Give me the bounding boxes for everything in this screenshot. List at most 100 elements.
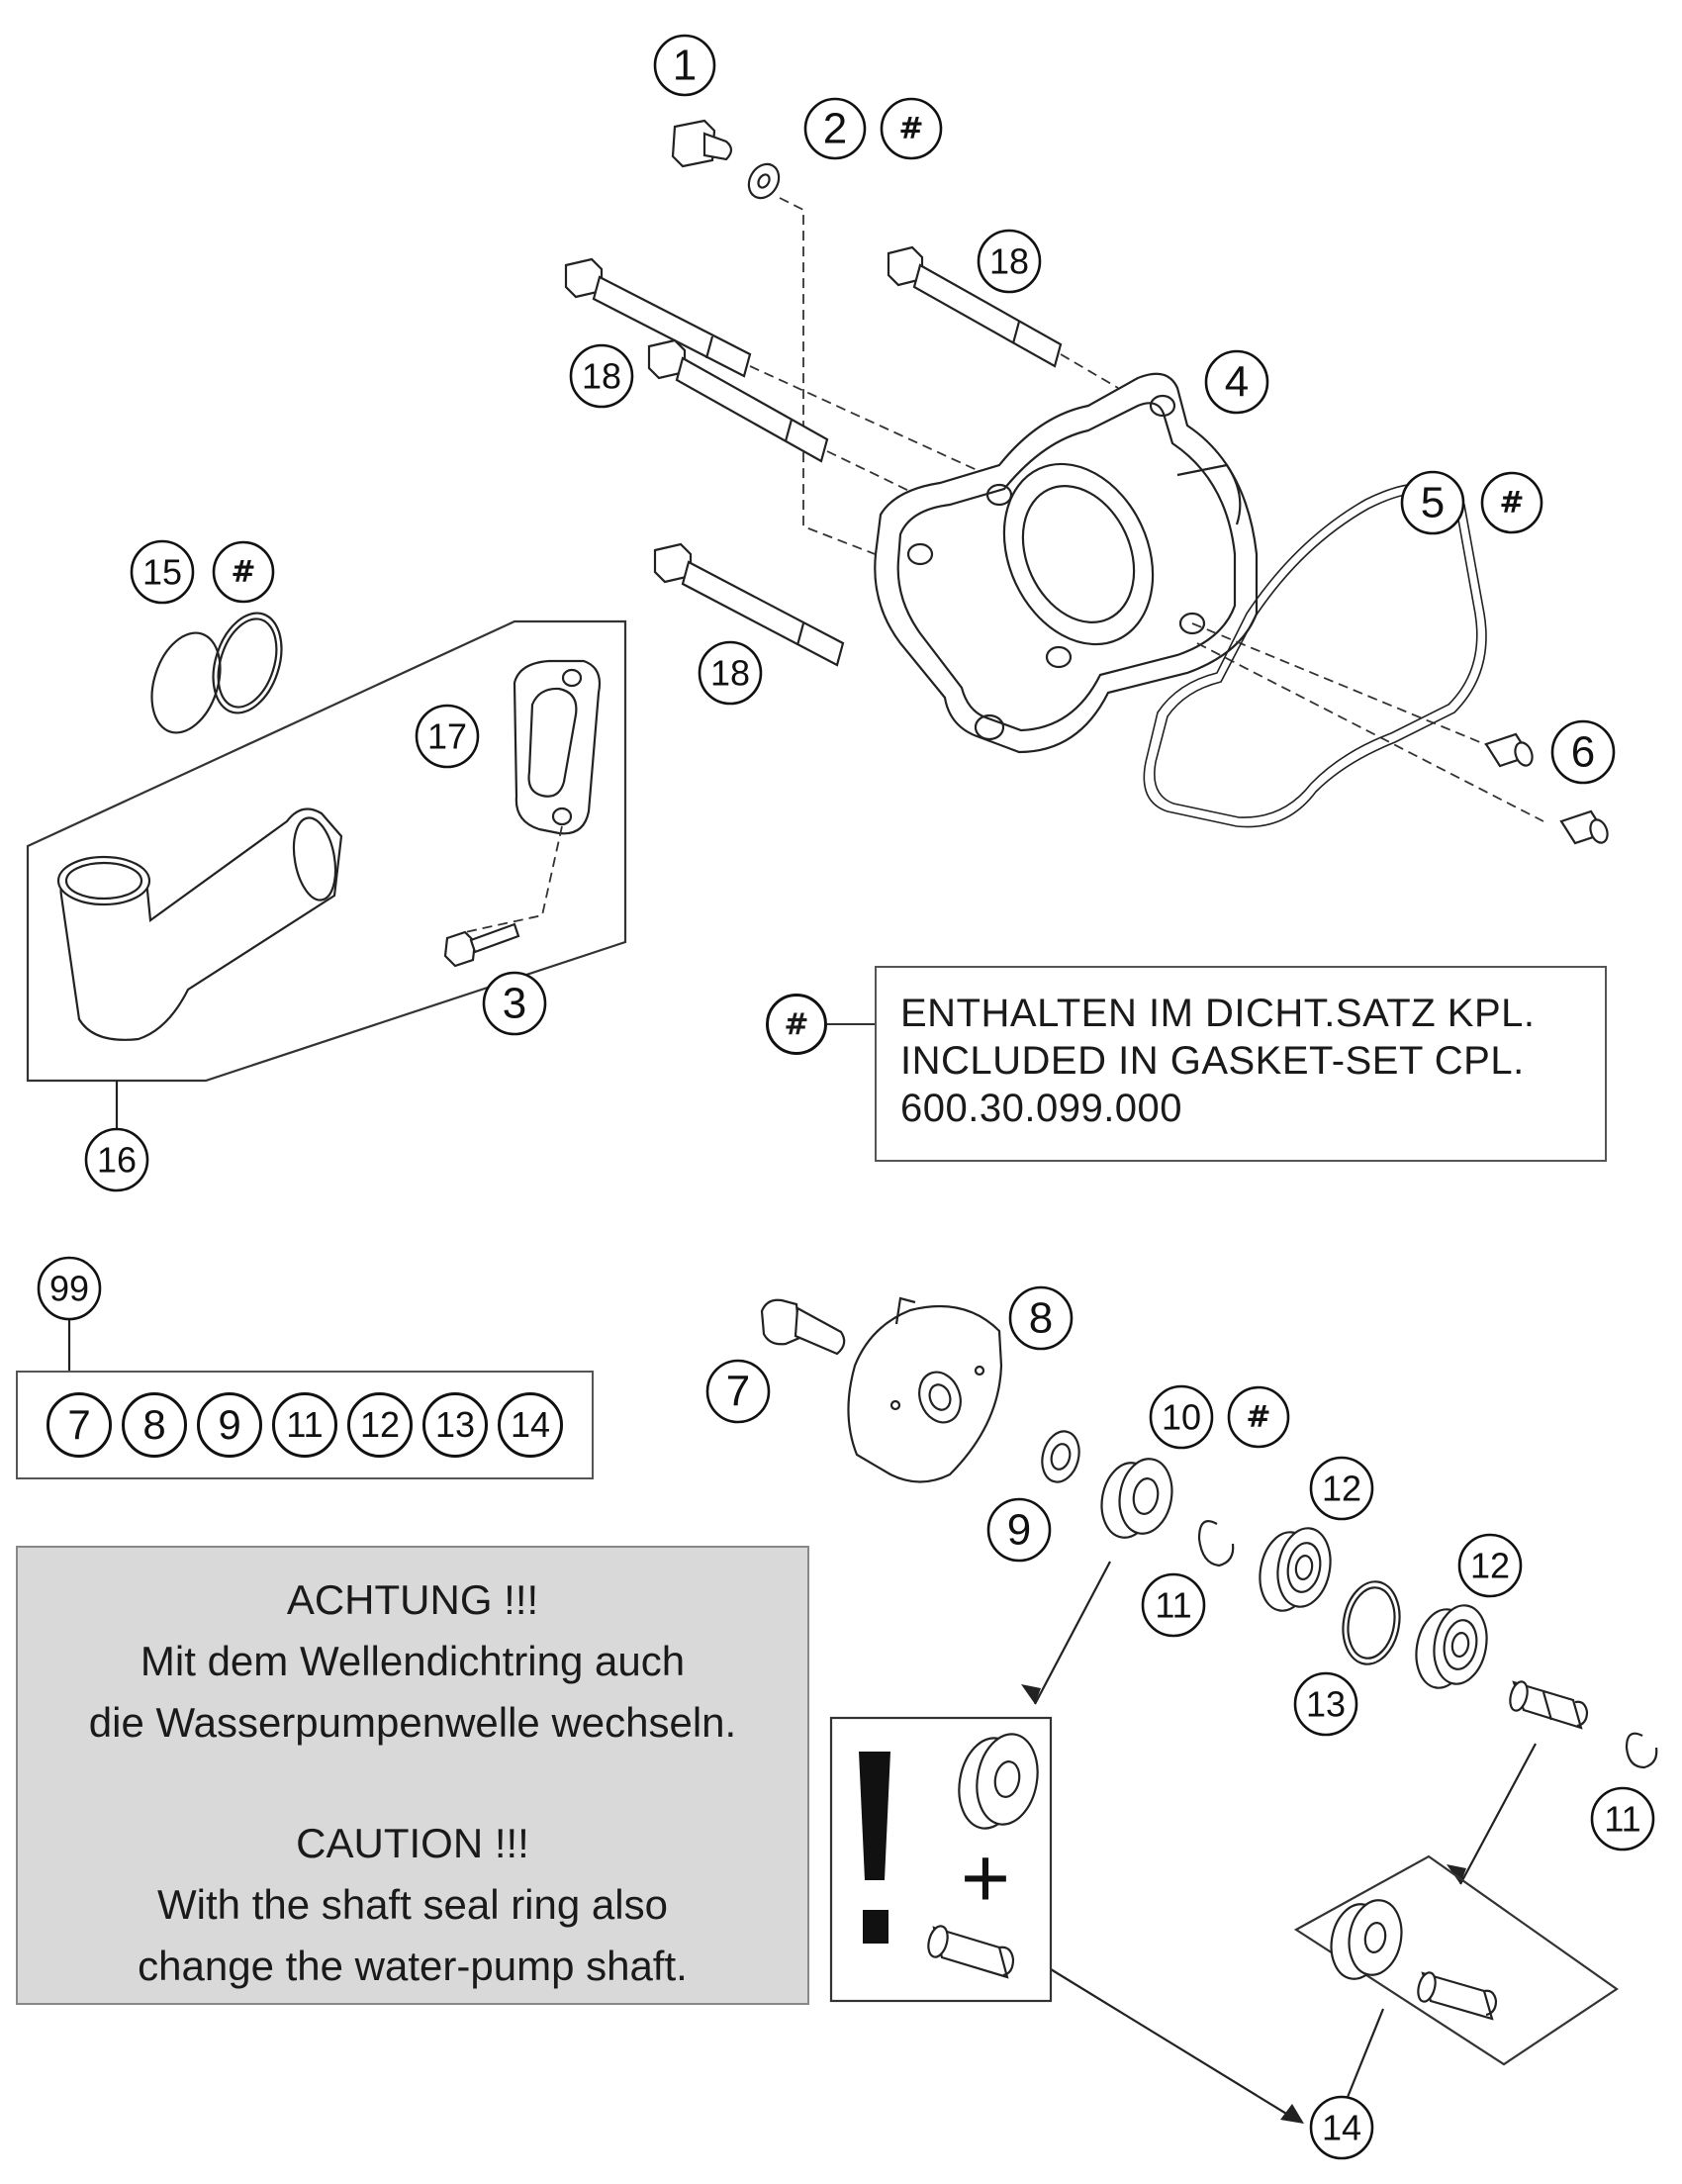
svg-text:10: 10	[1162, 1397, 1201, 1438]
svg-text:3: 3	[503, 980, 526, 1028]
callout-4: 4	[1204, 349, 1269, 415]
callout-1: 1	[653, 34, 716, 97]
hash-badge-5: #	[1480, 471, 1543, 534]
set-item-14-label: 14	[510, 1404, 551, 1445]
callout-11-upper: 11	[1141, 1572, 1206, 1638]
bolt-part-18-middle	[647, 338, 829, 463]
callout-6: 6	[1550, 719, 1616, 785]
svg-text:1: 1	[673, 42, 697, 90]
svg-text:16: 16	[97, 1140, 137, 1181]
callout-17: 17	[415, 704, 480, 769]
svg-text:12: 12	[1322, 1469, 1361, 1509]
svg-text:6: 6	[1571, 728, 1595, 777]
caution-notice: ACHTUNG !!! Mit dem Wellendichtring auch…	[16, 1546, 809, 2005]
callout-18-lower: 18	[698, 640, 763, 706]
callout-3: 3	[482, 971, 547, 1036]
set-item-13: 13	[422, 1392, 488, 1458]
callout-13: 13	[1293, 1671, 1358, 1737]
svg-text:18: 18	[582, 356, 621, 397]
hash-badge-note-label: #	[784, 1006, 809, 1042]
caution-line2-de: die Wasserpumpenwelle wechseln.	[88, 1699, 737, 1746]
hash-badge-10: #	[1227, 1385, 1290, 1449]
set-item-7: 7	[47, 1392, 112, 1458]
callout-9: 9	[986, 1497, 1052, 1563]
callout-11-lower: 11	[1590, 1786, 1655, 1852]
dowel-sleeve-part-6	[1484, 732, 1609, 845]
svg-text:+: +	[961, 1831, 1010, 1926]
gasket-note-part-number: 600.30.099.000	[900, 1087, 1183, 1130]
impeller-part-8	[847, 1296, 1003, 1483]
hash-badge-note: #	[766, 994, 827, 1055]
caution-line1-de: Mit dem Wellendichtring auch	[140, 1638, 686, 1684]
circlip-part-13	[1342, 1580, 1401, 1665]
screw-part-1	[671, 119, 733, 168]
bolt-part-18-upper-right	[887, 245, 1063, 368]
gasket-note-line-de: ENTHALTEN IM DICHT.SATZ KPL.	[900, 992, 1536, 1035]
replacement-kit-box	[829, 1716, 1053, 2003]
svg-text:#: #	[1499, 486, 1524, 521]
callout-12-lower: 12	[1457, 1533, 1523, 1598]
set-item-8-label: 8	[142, 1401, 166, 1448]
caution-title-en: CAUTION !!!	[296, 1820, 529, 1866]
svg-text:2: 2	[823, 105, 847, 153]
screw-part-3	[443, 922, 520, 968]
svg-text:11: 11	[1604, 1799, 1640, 1840]
svg-text:18: 18	[989, 241, 1029, 282]
bolt-part-18-lower	[653, 542, 845, 667]
exclamation-icon	[859, 1752, 890, 1880]
caution-title-de: ACHTUNG !!!	[286, 1576, 539, 1623]
svg-text:9: 9	[1007, 1506, 1031, 1555]
set-item-9-label: 9	[218, 1401, 241, 1448]
gasket-note-line-en: INCLUDED IN GASKET-SET CPL.	[900, 1039, 1525, 1083]
circlip-part-11-lower	[1625, 1732, 1658, 1769]
callout-18-top-right: 18	[977, 229, 1042, 294]
set-item-11-label: 11	[286, 1404, 324, 1445]
gasket-part-5	[1143, 482, 1487, 828]
callout-18-left: 18	[569, 343, 634, 409]
set-item-11: 11	[272, 1392, 337, 1458]
plus-symbol: +	[961, 1831, 1010, 1926]
svg-text:14: 14	[1322, 2108, 1361, 2148]
water-pump-shaft-part-14	[1509, 1680, 1589, 1730]
washer-part-9	[1041, 1430, 1080, 1483]
set-item-14: 14	[498, 1392, 563, 1458]
callout-7: 7	[705, 1359, 771, 1424]
washer-part-2	[747, 162, 781, 200]
callout-2: 2	[803, 97, 867, 160]
svg-text:8: 8	[1029, 1294, 1053, 1343]
svg-text:13: 13	[1306, 1684, 1346, 1725]
callout-8: 8	[1008, 1285, 1074, 1351]
elbow-pipe-part-16	[56, 807, 343, 1041]
bearing-part-12-first	[1259, 1527, 1332, 1612]
svg-text:4: 4	[1225, 358, 1249, 407]
set-item-8: 8	[122, 1392, 187, 1458]
callout-5: 5	[1400, 470, 1465, 535]
callout-14: 14	[1309, 2095, 1374, 2160]
callout-99: 99	[37, 1256, 102, 1321]
svg-text:7: 7	[726, 1368, 750, 1416]
circlip-part-11-upper	[1197, 1520, 1235, 1567]
set-item-12: 12	[347, 1392, 413, 1458]
shaft-seal-ring-part-10	[1100, 1458, 1173, 1539]
set-99-box: 7 8 9 11 12 13 14	[16, 1371, 594, 1479]
svg-text:15: 15	[142, 552, 182, 593]
bolt-part-18-upper-left	[564, 257, 752, 378]
svg-text:#: #	[231, 555, 255, 590]
set-item-9: 9	[197, 1392, 262, 1458]
kit-box-part-14	[1293, 1854, 1619, 2066]
svg-text:#: #	[898, 112, 923, 146]
note-leader	[827, 1023, 875, 1025]
set-item-7-label: 7	[67, 1401, 91, 1448]
caution-spacer	[18, 1754, 807, 1813]
set-item-13-label: 13	[434, 1404, 476, 1445]
screw-part-7	[760, 1298, 846, 1356]
callout-10: 10	[1149, 1384, 1214, 1450]
callout-15: 15	[130, 539, 195, 605]
hash-badge-2: #	[880, 97, 943, 160]
o-rings-part-15	[150, 612, 283, 734]
caution-line1-en: With the shaft seal ring also	[157, 1881, 668, 1928]
gasket-set-note: ENTHALTEN IM DICHT.SATZ KPL. INCLUDED IN…	[875, 966, 1607, 1162]
svg-text:#: #	[1246, 1400, 1270, 1435]
svg-text:5: 5	[1421, 479, 1445, 527]
